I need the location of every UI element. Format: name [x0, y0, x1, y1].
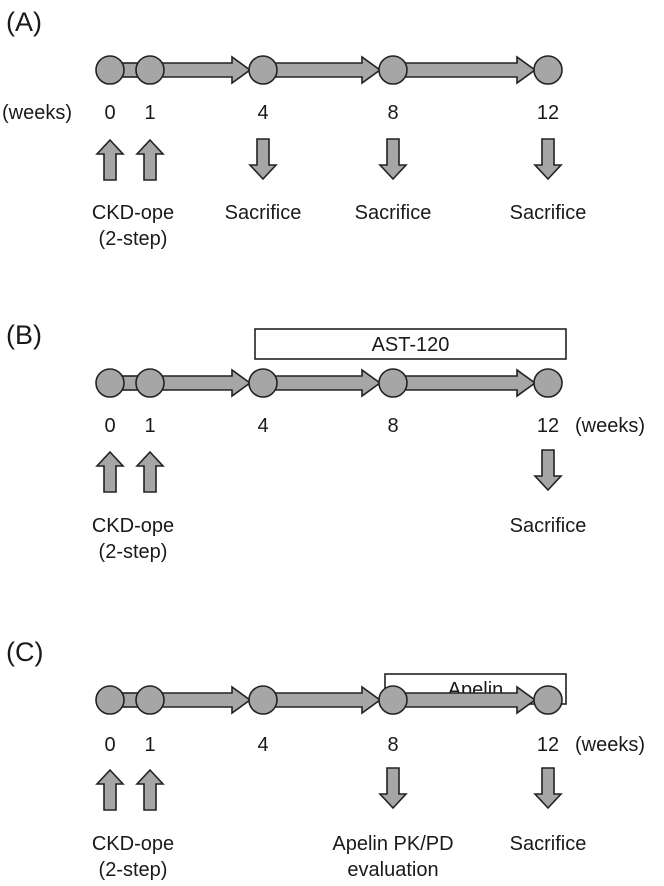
- timepoint-node: [135, 368, 165, 398]
- up-arrow: [95, 138, 125, 181]
- timeline-arrow: [274, 685, 382, 715]
- panel-b: (B) AST-120 0 1 4 8 12 (weeks) CKD-ope (2-step) Sa…: [6, 320, 645, 563]
- timepoint-node: [95, 55, 125, 85]
- event-up-label: (2-step): [99, 859, 168, 881]
- timepoint-node: [378, 368, 408, 398]
- timepoint-node: [95, 685, 125, 715]
- week-tick-label: 12: [537, 102, 559, 124]
- event-down-label: Sacrifice: [225, 202, 302, 224]
- up-arrow: [135, 138, 165, 181]
- week-tick-label: 0: [104, 415, 115, 437]
- timeline-arrow: [161, 368, 252, 398]
- up-arrow: [95, 768, 125, 811]
- down-arrow: [378, 767, 408, 810]
- week-tick-label: 12: [537, 415, 559, 437]
- timepoint-node: [248, 685, 278, 715]
- timepoint-node: [248, 368, 278, 398]
- weeks-unit-label: (weeks): [2, 102, 72, 124]
- timeline-arrow: [274, 55, 382, 85]
- treatment-box: [254, 328, 567, 360]
- timepoint-node: [135, 55, 165, 85]
- week-tick-label: 8: [387, 102, 398, 124]
- week-tick-label: 0: [104, 734, 115, 756]
- timepoint-node: [533, 55, 563, 85]
- weeks-unit-label: (weeks): [575, 734, 645, 756]
- panel-label: (A): [6, 7, 42, 37]
- down-arrow: [533, 449, 563, 492]
- timepoint-node: [95, 368, 125, 398]
- event-up-label: CKD-ope: [92, 833, 174, 855]
- event-down-label: Apelin PK/PD: [332, 833, 453, 855]
- event-down-label: Sacrifice: [510, 515, 587, 537]
- weeks-unit-label: (weeks): [575, 415, 645, 437]
- week-tick-label: 4: [257, 415, 268, 437]
- timepoint-node: [378, 55, 408, 85]
- timepoint-node: [533, 685, 563, 715]
- event-up-label: CKD-ope: [92, 515, 174, 537]
- treatment-label: AST-120: [372, 334, 450, 356]
- timepoint-node: [378, 685, 408, 715]
- up-arrow: [135, 450, 165, 493]
- week-tick-label: 1: [144, 102, 155, 124]
- event-up-label: (2-step): [99, 541, 168, 563]
- up-arrow: [135, 768, 165, 811]
- week-tick-label: 12: [537, 734, 559, 756]
- timeline-arrow: [404, 685, 537, 715]
- panel-label: (B): [6, 320, 42, 350]
- week-tick-label: 8: [387, 415, 398, 437]
- timepoint-node: [533, 368, 563, 398]
- down-arrow: [533, 138, 563, 181]
- week-tick-label: 8: [387, 734, 398, 756]
- panel-label: (C): [6, 637, 43, 667]
- event-down-label: Sacrifice: [355, 202, 432, 224]
- event-down-label: evaluation: [347, 859, 438, 881]
- timepoint-node: [135, 685, 165, 715]
- timeline-arrow: [274, 368, 382, 398]
- week-tick-label: 1: [144, 734, 155, 756]
- event-down-label: Sacrifice: [510, 833, 587, 855]
- timeline-arrow: [404, 55, 537, 85]
- timeline-arrow: [161, 55, 252, 85]
- down-arrow: [378, 138, 408, 181]
- panel-a: (A) 0 1 4 8 12 (weeks) CKD-ope (2-step) Sacrifice…: [2, 7, 586, 250]
- week-tick-label: 1: [144, 415, 155, 437]
- timepoint-node: [248, 55, 278, 85]
- timeline-arrow: [404, 368, 537, 398]
- up-arrow: [95, 450, 125, 493]
- event-up-label: (2-step): [99, 228, 168, 250]
- event-up-label: CKD-ope: [92, 202, 174, 224]
- down-arrow: [533, 767, 563, 810]
- week-tick-label: 4: [257, 734, 268, 756]
- week-tick-label: 4: [257, 102, 268, 124]
- timeline-arrow: [161, 685, 252, 715]
- week-tick-label: 0: [104, 102, 115, 124]
- down-arrow: [248, 138, 278, 181]
- event-down-label: Sacrifice: [510, 202, 587, 224]
